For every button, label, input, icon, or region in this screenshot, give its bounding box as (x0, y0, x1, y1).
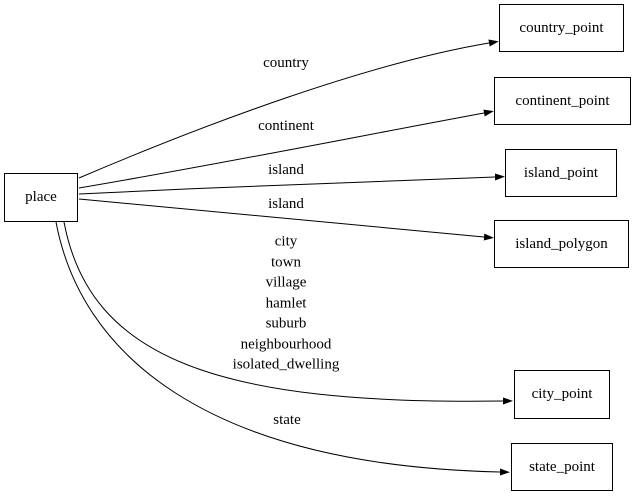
node-country-point: country_point (499, 4, 624, 52)
node-state-point: state_point (511, 443, 613, 491)
edge-place-continent_point (78, 109, 494, 189)
edge-place-island_point (78, 173, 505, 195)
edge-label-island-point: island (268, 161, 304, 178)
edge-place-city_point (63, 221, 513, 405)
edge-label-city-types: city town village hamlet suburb neighbou… (233, 231, 340, 375)
edge-label-continent: continent (258, 117, 314, 134)
edge-label-country: country (263, 54, 309, 71)
edge-place-country_point (78, 39, 499, 179)
edge-label-line: hamlet (265, 294, 307, 311)
node-city-point: city_point (514, 370, 610, 419)
edge-label-line: city (274, 233, 298, 250)
node-continent-point: continent_point (494, 77, 631, 125)
node-island-point: island_point (505, 149, 617, 197)
edge-place-state_point (55, 221, 510, 476)
edge-label-line: neighbourhood (240, 335, 332, 352)
edge-label-state: state (273, 411, 301, 428)
edge-place-island_polygon (78, 198, 494, 241)
node-island-polygon: island_polygon (494, 220, 629, 268)
edge-label-line: town (271, 253, 301, 270)
edge-label-island-polygon: island (268, 195, 304, 212)
edge-label-line: village (265, 274, 307, 291)
node-place: place (4, 173, 78, 222)
edge-label-line: suburb (265, 315, 307, 332)
edge-label-line: isolated_dwelling (232, 356, 340, 373)
